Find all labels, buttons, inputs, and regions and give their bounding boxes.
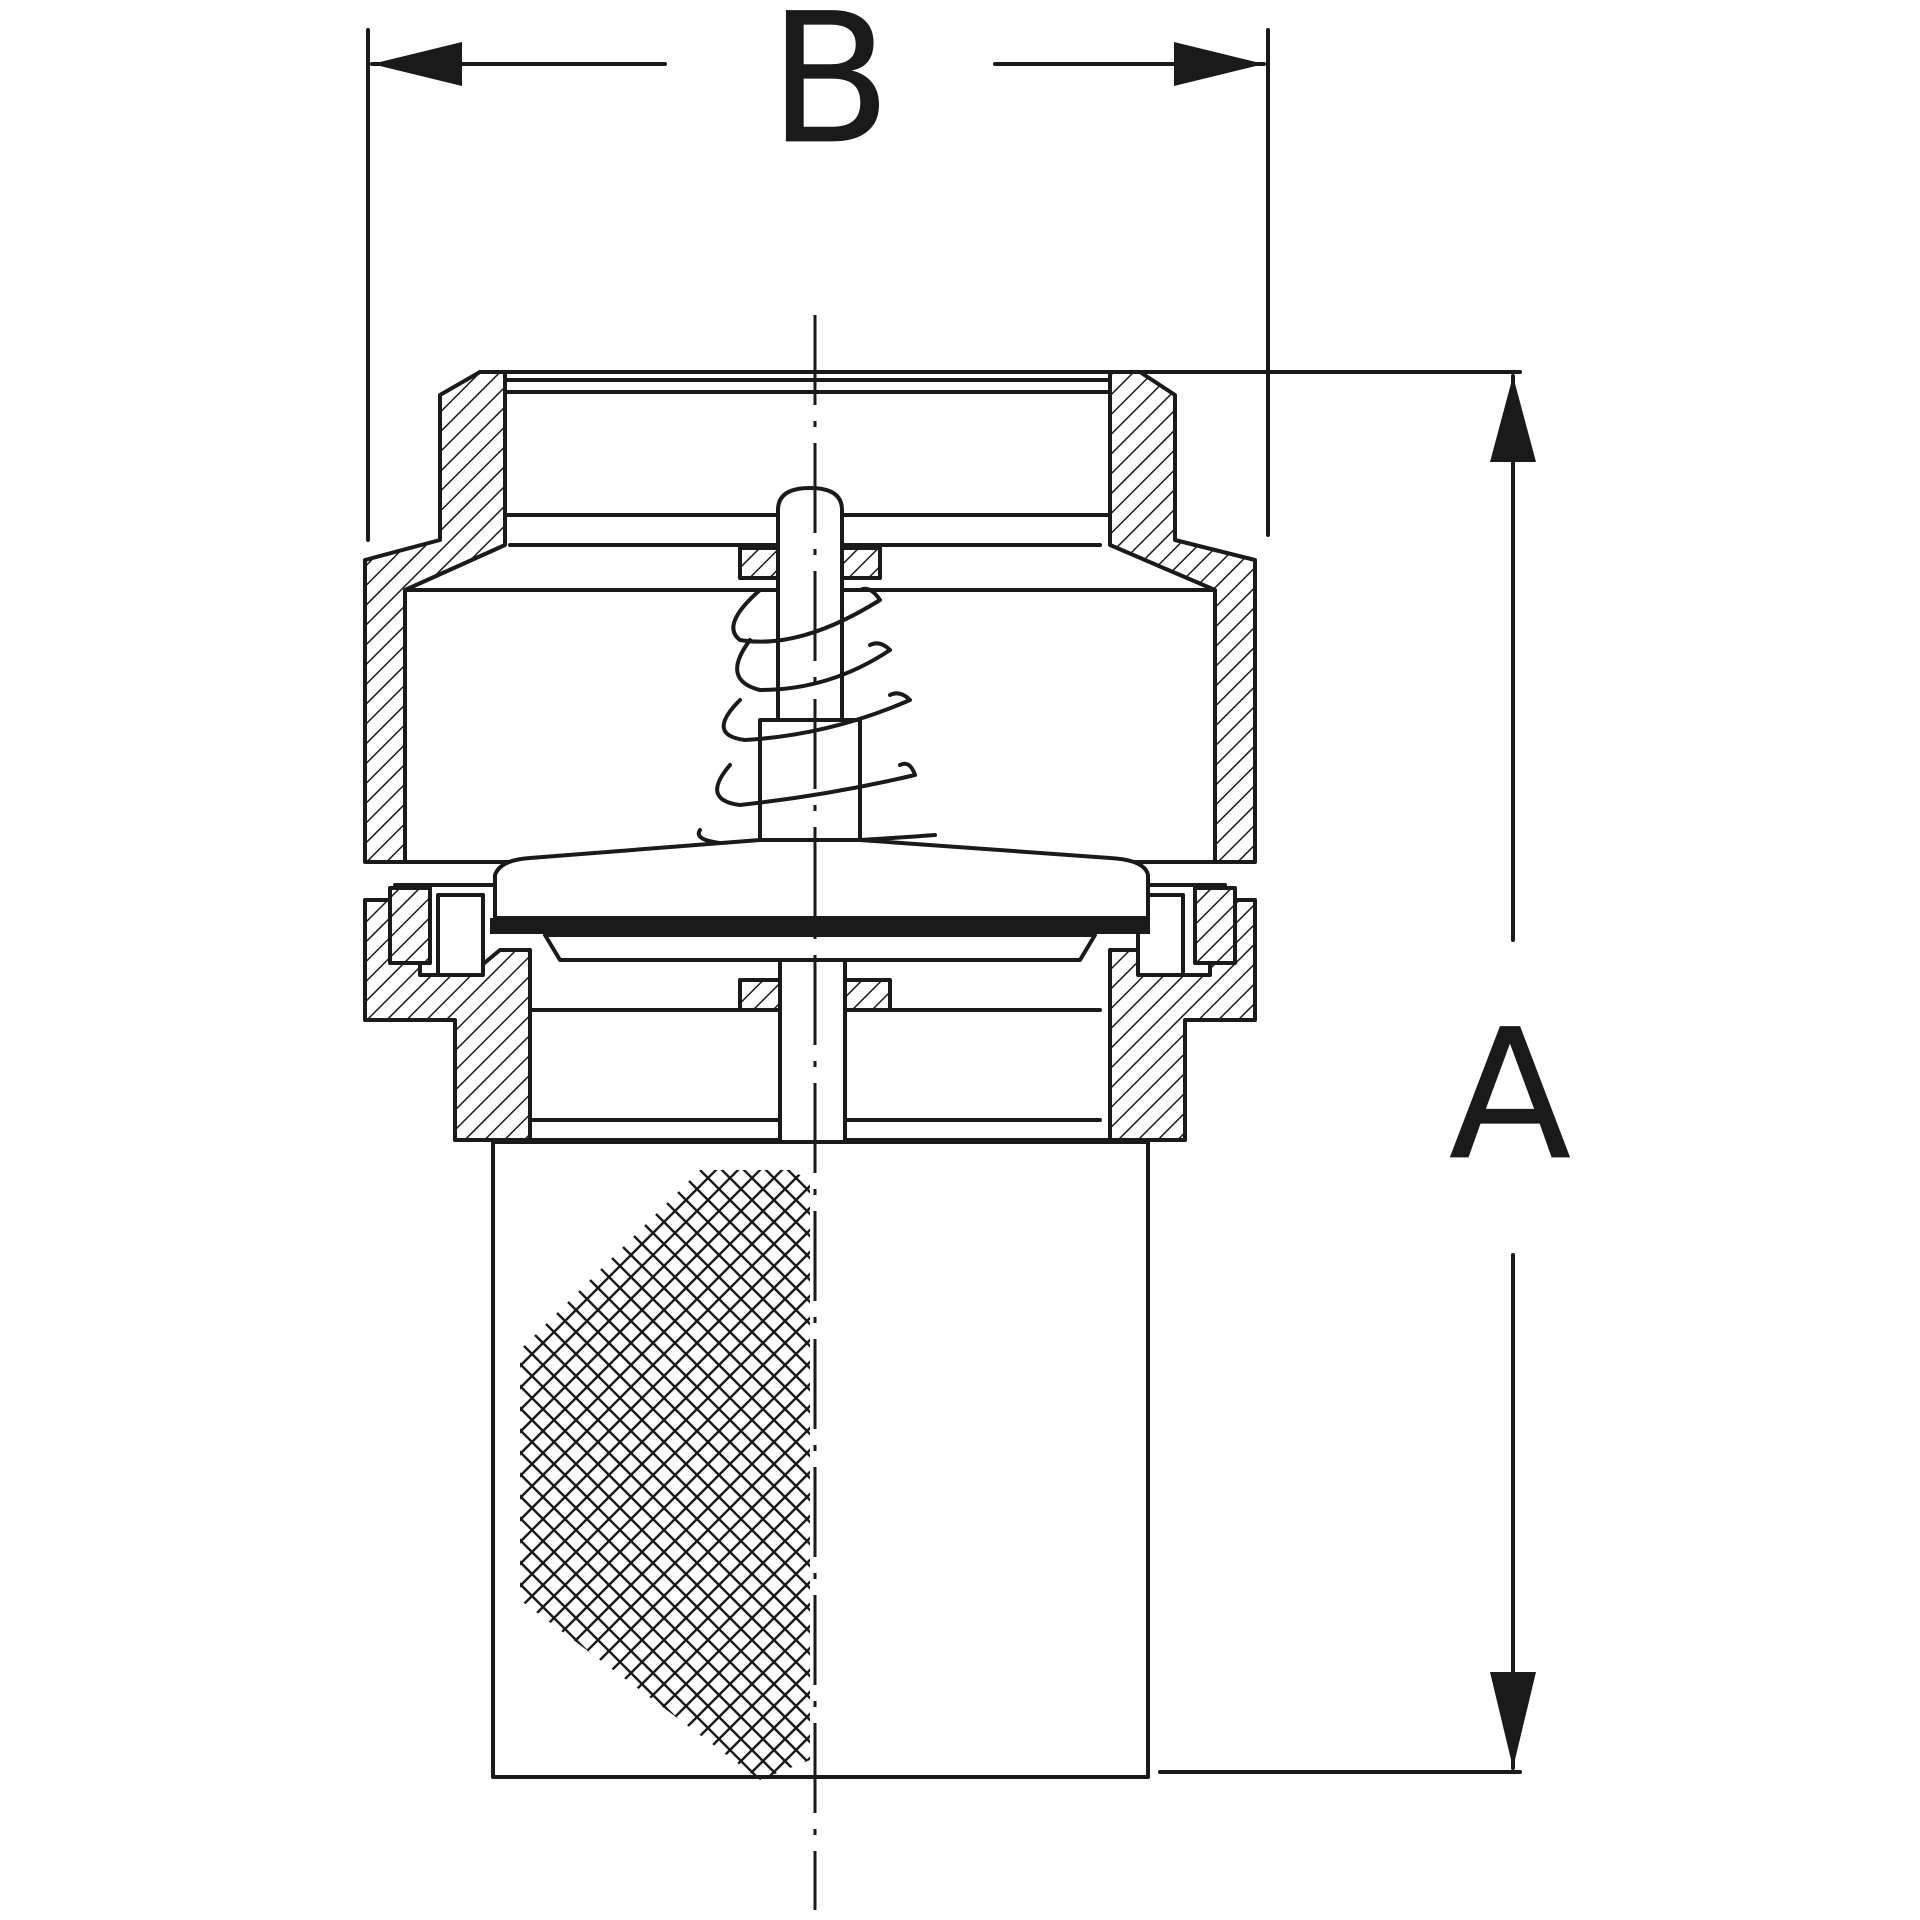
mesh-strand [0, 1150, 450, 1800]
stem-upper [776, 486, 844, 732]
mesh-strand [569, 1170, 810, 1780]
spring-coil [696, 586, 937, 847]
mesh-strand [520, 1170, 810, 1780]
disc-lower-lip [543, 933, 1097, 962]
arrowhead-right [1174, 42, 1264, 86]
mesh-strand [635, 1170, 810, 1780]
right-seat-pad [1193, 886, 1237, 965]
mesh-strand [0, 1150, 472, 1800]
mesh-strand [520, 1170, 737, 1780]
mesh-strand [635, 1170, 810, 1780]
left-seat-block [436, 893, 485, 977]
mesh-strand [0, 1150, 384, 1800]
mesh-strand [613, 1170, 810, 1780]
left-upper-wall [363, 370, 507, 864]
mesh-strand [0, 1150, 142, 1800]
mesh-strand [679, 1170, 810, 1780]
mesh-strand [0, 1150, 230, 1800]
mesh-strand [520, 1170, 810, 1780]
left-seat-pad [388, 886, 432, 965]
mesh-strand [0, 1150, 186, 1800]
mesh-strand [520, 1170, 810, 1780]
mesh-strand [520, 1170, 810, 1780]
dimension-label-a: A [1448, 991, 1571, 1200]
mesh-strand [0, 1150, 208, 1800]
mesh-strand [520, 1170, 803, 1780]
mesh-strand [520, 1170, 561, 1780]
strainer-basket [0, 1140, 1814, 1800]
mesh-strand [0, 1150, 472, 1800]
mesh-strand [0, 1150, 494, 1800]
arrowhead-left [372, 42, 462, 86]
mesh-strand [679, 1170, 810, 1780]
mesh-strand [520, 1170, 810, 1780]
mesh-strand [520, 1170, 781, 1780]
mesh-strand [1164, 1150, 1814, 1800]
mesh-strand [0, 1150, 252, 1800]
spring-seat [758, 718, 862, 842]
mesh-strand [0, 1150, 318, 1800]
mesh-strand [547, 1170, 810, 1780]
mesh-strand [0, 1150, 274, 1800]
right-upper-wall [1108, 370, 1257, 864]
mesh-strand [520, 1170, 759, 1780]
mesh-strand [591, 1170, 810, 1780]
valve-disc [493, 838, 1150, 920]
mesh-strand [520, 1170, 810, 1780]
mesh-strand [520, 1170, 539, 1780]
mesh-strand [547, 1170, 810, 1780]
mesh-strand [520, 1170, 539, 1780]
mesh-strand [0, 1150, 362, 1800]
mesh-strand [520, 1170, 810, 1780]
mesh-strand [0, 1150, 516, 1800]
mesh-strand [1054, 1150, 1704, 1800]
mesh-strand [0, 1150, 406, 1800]
mesh-strand [1076, 1150, 1726, 1800]
mesh-strand [520, 1170, 803, 1780]
mesh-strand [0, 1150, 428, 1800]
mesh-strand [1098, 1150, 1748, 1800]
mesh-strand [0, 1150, 296, 1800]
mesh-strand [0, 1150, 340, 1800]
mesh-strand [613, 1170, 810, 1780]
mesh-strand [520, 1170, 810, 1780]
arrowhead-top [1490, 376, 1536, 462]
mesh-strand [520, 1170, 810, 1780]
valve-body [363, 370, 1257, 1142]
mesh-strand [657, 1170, 810, 1780]
mesh-strand [520, 1170, 810, 1780]
mesh-strand [520, 1170, 810, 1780]
mesh-strand [0, 1150, 494, 1800]
mesh-strand [657, 1170, 810, 1780]
dimension-a: A [1138, 370, 1572, 1774]
disc-gasket [490, 918, 1150, 934]
dimension-label-b: B [768, 0, 892, 184]
mesh-strand [0, 1150, 164, 1800]
mesh-strand [0, 1150, 120, 1800]
mesh-strand [520, 1170, 561, 1780]
mesh-strand [520, 1170, 810, 1780]
mesh-strand [569, 1170, 810, 1780]
mesh-strand [0, 1150, 516, 1800]
dimension-b: B [366, 0, 1270, 542]
mesh-strand [520, 1170, 810, 1780]
mesh-strand [520, 1170, 759, 1780]
basket-outline [491, 1140, 1150, 1779]
mesh-strand [1142, 1150, 1792, 1800]
arrowhead-bottom [1490, 1672, 1536, 1768]
mesh-strand [0, 1150, 450, 1800]
mesh-strand [525, 1170, 810, 1780]
stem-assembly [490, 486, 1150, 1224]
mesh-strand [1120, 1150, 1770, 1800]
mesh-strand [591, 1170, 810, 1780]
mesh-strand [520, 1170, 781, 1780]
